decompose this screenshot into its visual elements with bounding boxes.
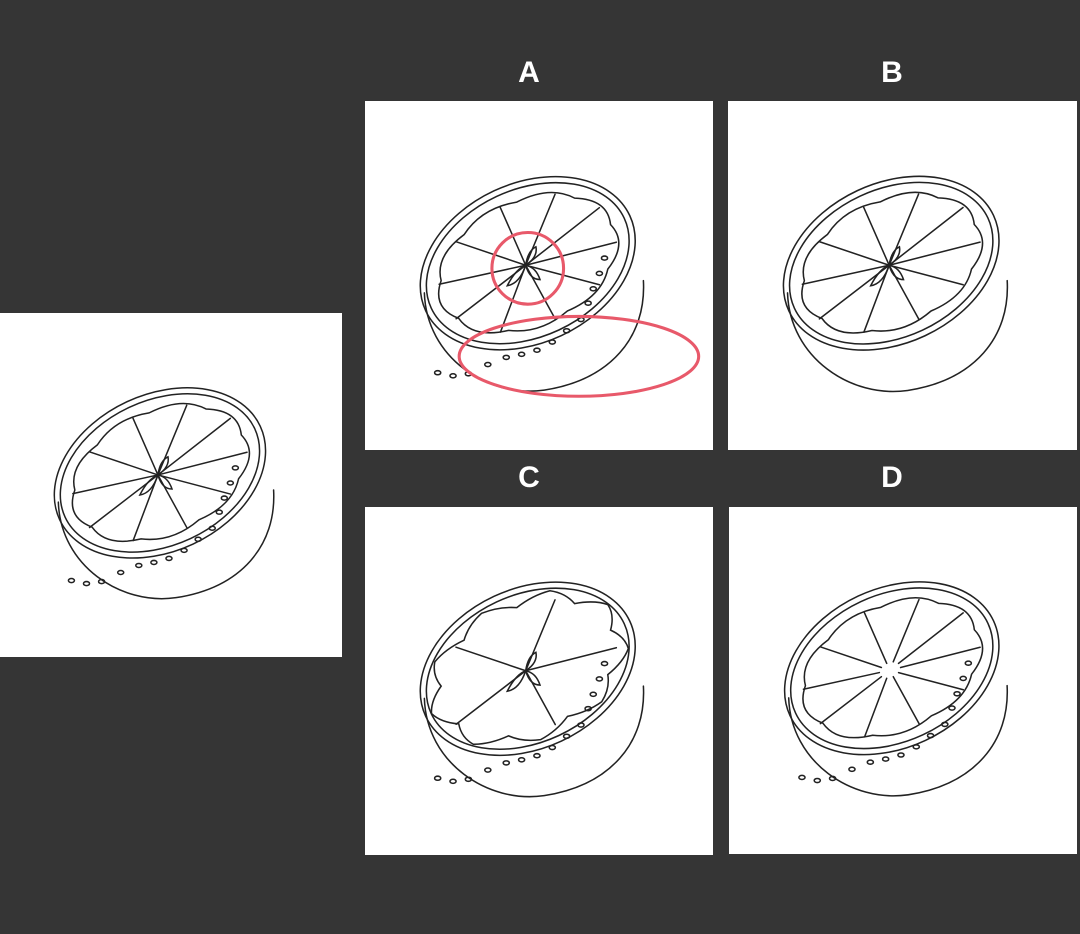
highlight-circle	[490, 230, 566, 306]
option-c-image[interactable]	[365, 507, 713, 855]
option-a-image[interactable]	[365, 101, 713, 450]
option-d-image[interactable]	[729, 507, 1077, 854]
reference-image	[0, 313, 342, 657]
orange-half-icon	[419, 175, 701, 398]
option-label-d: D	[881, 461, 903, 494]
option-label-a: A	[518, 56, 540, 89]
option-b-image[interactable]	[728, 101, 1077, 450]
orange-half-icon	[419, 581, 645, 798]
highlight-ellipse	[457, 314, 701, 398]
option-label-b: B	[881, 56, 903, 89]
orange-half-icon	[783, 581, 1008, 797]
orange-half-icon	[53, 387, 275, 600]
option-label-c: C	[518, 461, 540, 494]
orange-half-icon	[782, 175, 1009, 393]
